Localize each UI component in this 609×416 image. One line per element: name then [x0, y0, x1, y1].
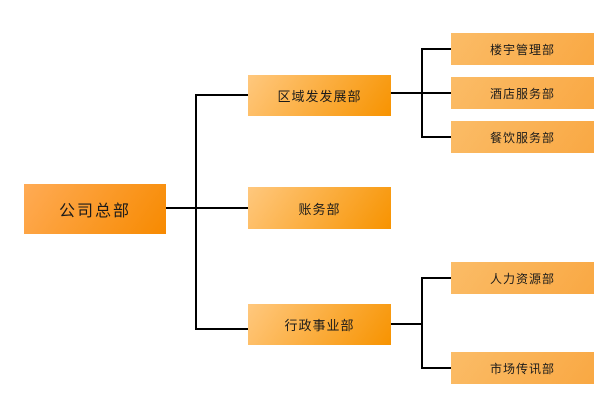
connector-branch-building	[421, 48, 451, 50]
node-admin-affairs: 行政事业部	[248, 304, 391, 345]
node-headquarters-label: 公司总部	[58, 203, 131, 220]
node-human-resources: 人力资源部	[451, 262, 594, 294]
connector-regional-trunk	[421, 48, 423, 138]
node-marketing-communications: 市场传讯部	[451, 352, 594, 384]
node-catering-services: 餐饮服务部	[451, 121, 594, 153]
node-human-resources-label: 人力资源部	[489, 271, 555, 286]
node-marketing-communications-label: 市场传讯部	[489, 361, 555, 376]
node-catering-services-label: 餐饮服务部	[489, 130, 555, 145]
connector-branch-catering	[421, 136, 451, 138]
node-regional-development-label: 区域发发展部	[277, 89, 362, 104]
connector-branch-marketing	[421, 367, 451, 369]
node-accounting-label: 账务部	[298, 201, 341, 217]
connector-branch-regional	[195, 94, 248, 96]
node-headquarters: 公司总部	[24, 184, 166, 234]
node-admin-affairs-label: 行政事业部	[284, 318, 355, 333]
connector-main-trunk	[195, 94, 197, 330]
connector-admin-trunk	[421, 277, 423, 369]
node-hotel-services: 酒店服务部	[451, 77, 594, 109]
connector-root-to-trunk	[166, 207, 248, 209]
node-hotel-services-label: 酒店服务部	[489, 86, 555, 101]
node-regional-development: 区域发发展部	[248, 75, 391, 116]
connector-branch-hr	[421, 277, 451, 279]
node-building-management-label: 楼宇管理部	[489, 42, 555, 57]
node-accounting: 账务部	[248, 187, 391, 229]
connector-branch-admin	[195, 328, 248, 330]
node-building-management: 楼宇管理部	[451, 33, 594, 65]
connector-admin-to-children	[391, 323, 423, 325]
